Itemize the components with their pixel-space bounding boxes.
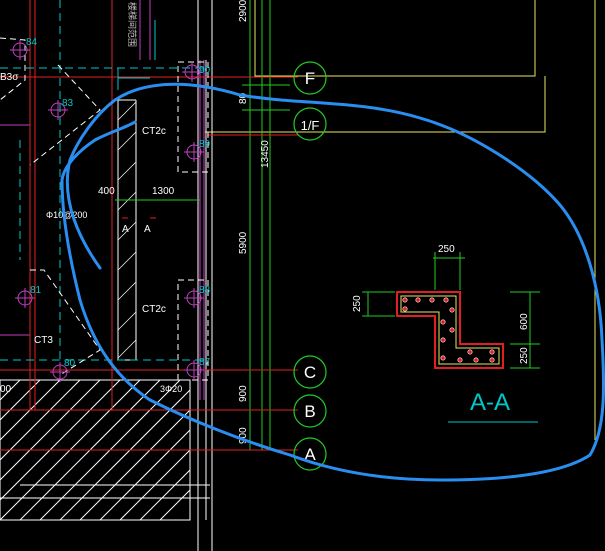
axis-label-1F: 1/F — [301, 118, 320, 133]
axis-label-B: B — [304, 402, 315, 421]
axis-bubble-labels: F 1/F C B A — [301, 69, 320, 464]
point-labels: 84 90 83 89 81 88 80 87 — [26, 37, 211, 369]
dimension-texts: 2900 80 13450 5900 900 900 400 1300 250 … — [98, 0, 530, 444]
green-dimension-lines — [115, 0, 540, 451]
label-ct2c-top: CT2c — [142, 126, 166, 137]
z-section-detail — [396, 291, 504, 369]
point-label-89: 89 — [199, 139, 211, 150]
dim-250-left: 250 — [352, 295, 363, 312]
blue-freehand-markup — [60, 82, 605, 482]
white-grid-lines — [0, 0, 213, 551]
axis-label-C: C — [304, 363, 316, 382]
dim-900-b: 900 — [238, 427, 249, 444]
yellow-outline — [205, 0, 596, 440]
label-ct2c-bottom: CT2c — [142, 304, 166, 315]
axis-label-A: A — [304, 445, 316, 464]
magenta-lines — [0, 0, 205, 400]
point-label-83: 83 — [62, 98, 74, 109]
dim-13450: 13450 — [260, 140, 271, 168]
point-label-87: 87 — [199, 357, 211, 368]
dim-1300: 1300 — [152, 186, 175, 197]
dashed-column-outlines — [0, 37, 209, 381]
dim-250-top: 250 — [438, 244, 455, 255]
section-title: A-A — [470, 389, 510, 416]
point-label-80: 80 — [64, 358, 76, 369]
dim-2900: 2900 — [238, 0, 249, 22]
label-b3: B3σ — [0, 72, 19, 83]
dim-400: 400 — [98, 186, 115, 197]
label-00: 00 — [0, 384, 12, 395]
label-section-a2: A — [144, 224, 151, 235]
cyan-dashed-lines — [0, 0, 205, 380]
point-label-88: 88 — [199, 285, 211, 296]
point-markers — [10, 40, 204, 382]
dim-80: 80 — [238, 92, 249, 104]
point-label-81: 81 — [30, 285, 42, 296]
label-3920: 3Φ20 — [160, 384, 182, 394]
label-ct3: CT3 — [34, 335, 53, 346]
point-label-84: 84 — [26, 37, 38, 48]
cyan-small-lines — [117, 20, 156, 90]
label-rebar: Φ10@200 — [46, 210, 87, 220]
axis-bubbles — [293, 61, 327, 471]
label-section-a1: A — [122, 224, 129, 235]
axis-label-F: F — [305, 69, 315, 88]
vertical-note: 楼梯间范围 — [127, 2, 138, 47]
dim-5900: 5900 — [238, 231, 249, 254]
dim-600: 600 — [519, 313, 530, 330]
dim-900-a: 900 — [238, 385, 249, 402]
point-label-90: 90 — [199, 65, 211, 76]
drawing-labels: B3σ CT2c CT2c CT3 Φ10@200 A A 3Φ20 00 — [0, 72, 182, 395]
dim-250-bottom: 250 — [519, 347, 530, 364]
wall-hatch — [117, 101, 137, 359]
